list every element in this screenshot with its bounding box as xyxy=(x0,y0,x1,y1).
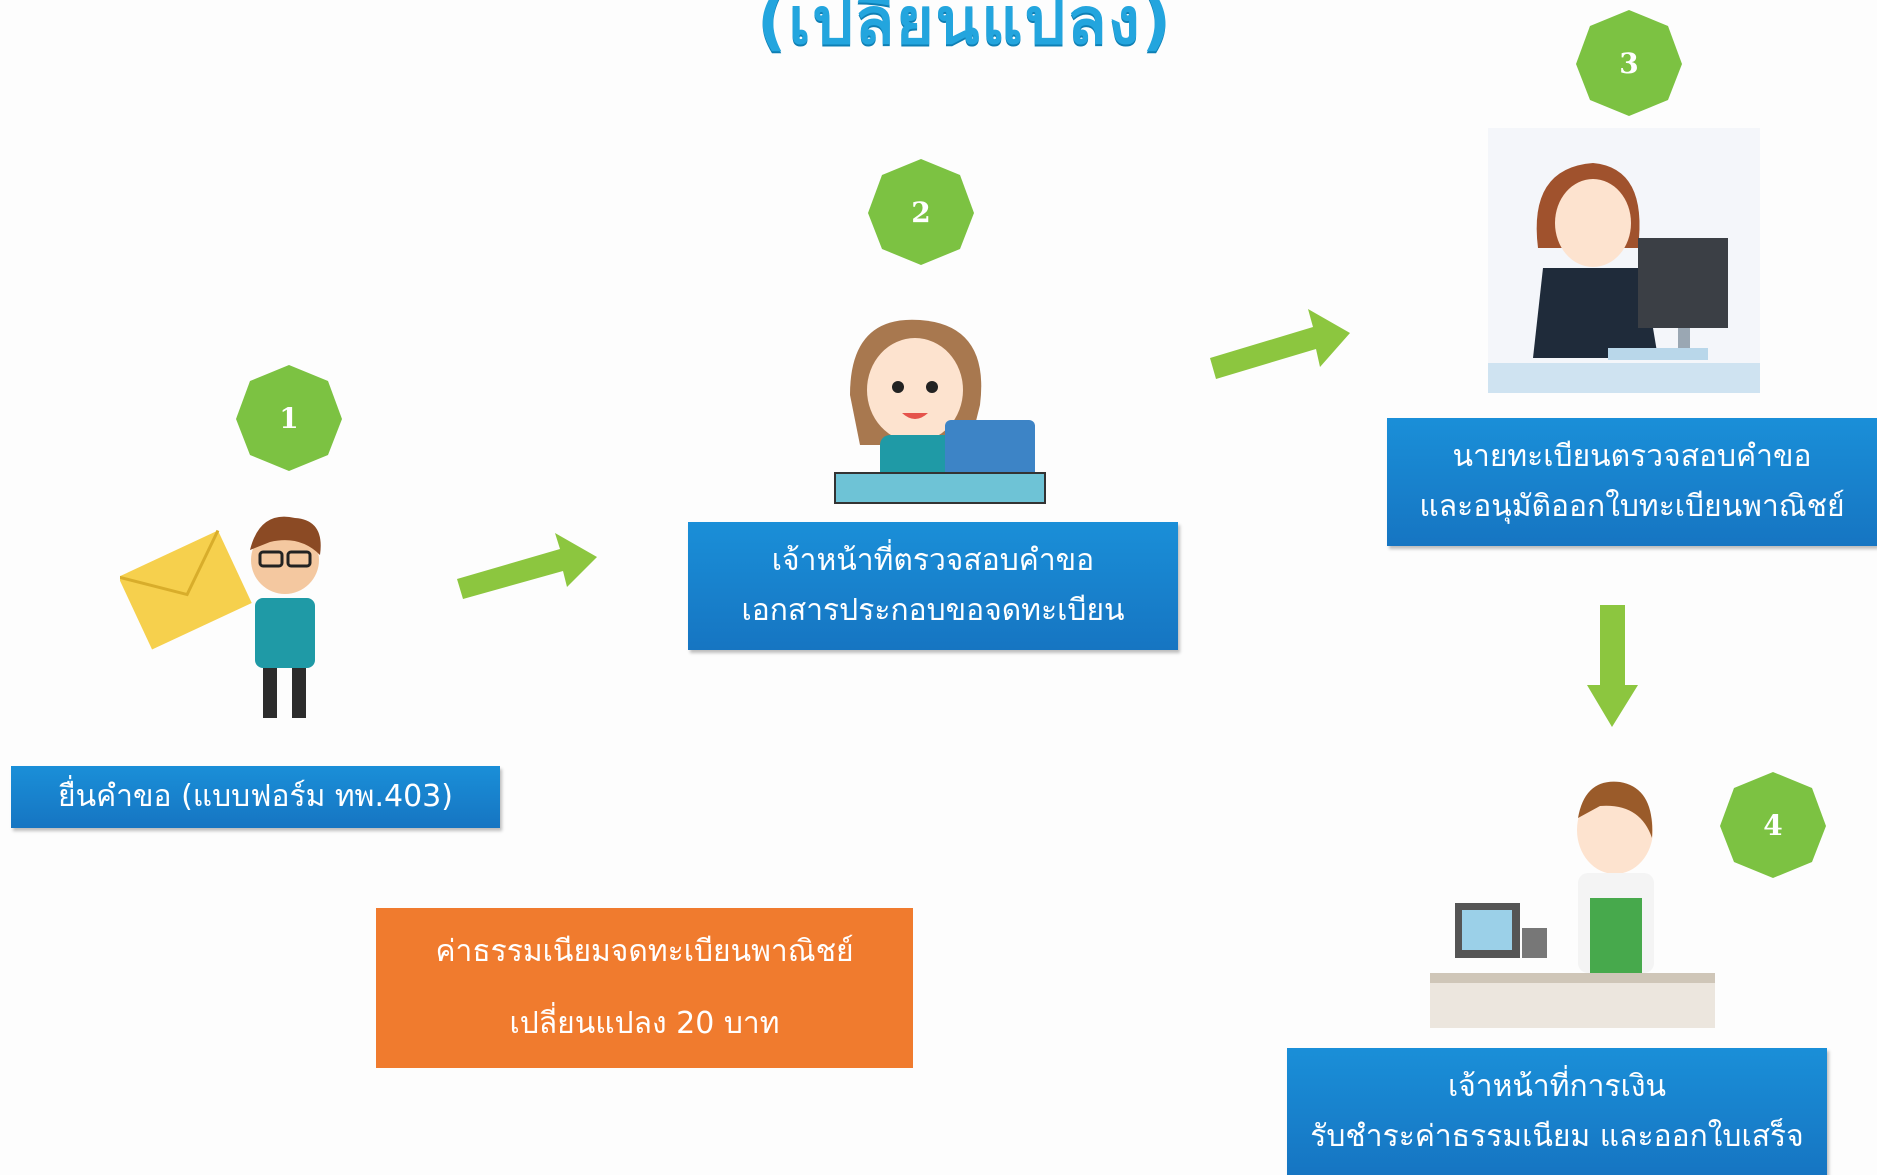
arrow-step3-to-step4 xyxy=(1587,605,1638,727)
arrow-step1-to-step2 xyxy=(457,533,597,599)
step-3-badge: 3 xyxy=(1574,8,1684,118)
step-2-line-2: เอกสารประกอบขอจดทะเบียน xyxy=(741,593,1125,628)
applicant-illustration xyxy=(120,516,321,718)
cashier-illustration xyxy=(1430,781,1715,1028)
step-4-badge: 4 xyxy=(1718,770,1828,880)
fee-box: ค่าธรรมเนียมจดทะเบียนพาณิชย์ เปลี่ยนแปลง… xyxy=(376,908,913,1068)
registrar-illustration xyxy=(1488,128,1760,393)
step-4-line-2: รับชำระค่าธรรมเนียม และออกใบเสร็จ xyxy=(1310,1118,1804,1154)
step-4-box: เจ้าหน้าที่การเงิน รับชำระค่าธรรมเนียม แ… xyxy=(1287,1048,1827,1175)
step-2-box: เจ้าหน้าที่ตรวจสอบคำขอ เอกสารประกอบขอจดท… xyxy=(688,522,1178,650)
arrow-step2-to-step3 xyxy=(1210,309,1350,379)
officer-illustration xyxy=(834,319,1046,504)
step-1-box: ยื่นคำขอ (แบบฟอร์ม ทพ.403) xyxy=(11,766,500,828)
step-2-line-1: เจ้าหน้าที่ตรวจสอบคำขอ xyxy=(771,543,1095,578)
step-1-badge: 1 xyxy=(234,363,344,473)
step-1-label: ยื่นคำขอ (แบบฟอร์ม ทพ.403) xyxy=(58,779,453,814)
step-2-badge: 2 xyxy=(866,157,976,267)
page-title: (เปลี่ยนแปลง) xyxy=(757,0,1173,59)
step-3-line-2: และอนุมัติออกใบทะเบียนพาณิชย์ xyxy=(1419,489,1845,524)
step-4-line-1: เจ้าหน้าที่การเงิน xyxy=(1447,1068,1667,1104)
fee-line-1: ค่าธรรมเนียมจดทะเบียนพาณิชย์ xyxy=(435,934,854,969)
step-3-line-1: นายทะเบียนตรวจสอบคำขอ xyxy=(1452,439,1812,474)
fee-line-2: เปลี่ยนแปลง 20 บาท xyxy=(509,1006,780,1041)
step-3-box: นายทะเบียนตรวจสอบคำขอ และอนุมัติออกใบทะเ… xyxy=(1387,418,1877,546)
